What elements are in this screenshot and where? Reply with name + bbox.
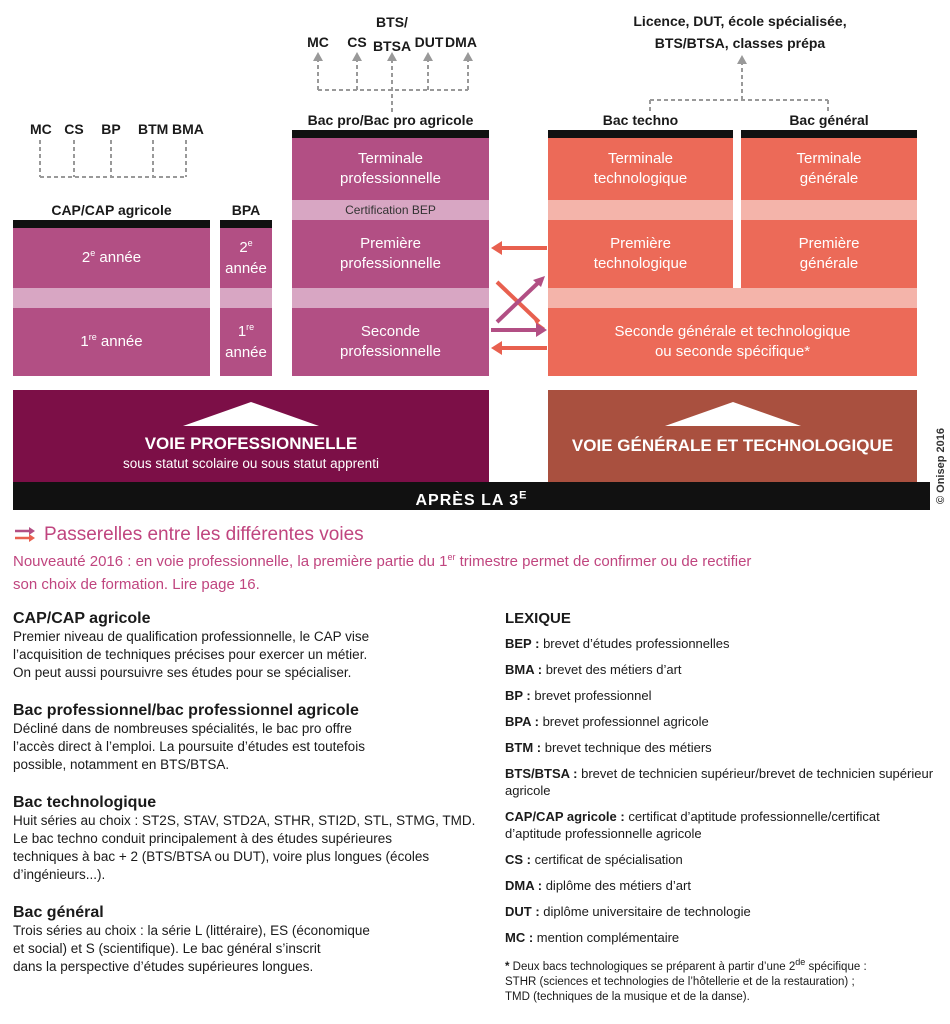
triangle-icon xyxy=(665,402,801,426)
header-bar-bactechno xyxy=(548,130,733,138)
bacpro-premiere: Première professionnelle xyxy=(292,220,489,288)
header-bar-bpa xyxy=(220,220,272,228)
lexique-item: CAP/CAP agricole : certificat d’aptitude… xyxy=(505,809,880,841)
header-cap: CAP/CAP agricole xyxy=(51,202,172,218)
header-bar-bacgeneral xyxy=(741,130,917,138)
diploma-dut: DUT xyxy=(414,34,444,50)
triangle-icon xyxy=(183,402,319,426)
bacpro-strip xyxy=(292,288,489,308)
footnote-line: * Deux bacs technologiques se préparent … xyxy=(505,957,867,973)
section-line: techniques à bac + 2 (BTS/BTSA ou DUT), … xyxy=(13,849,430,864)
diploma-cs-2: CS xyxy=(347,34,367,50)
diploma-dma: DMA xyxy=(445,34,477,50)
lexique-item: CS : certificat de spécialisation xyxy=(505,852,683,867)
seconde-gt: Seconde générale et technologique ou sec… xyxy=(548,308,917,376)
header-bar-cap xyxy=(13,220,210,228)
header-bacpro: Bac pro/Bac pro agricole xyxy=(307,112,474,128)
voie-gt-banner: VOIE GÉNÉRALE ET TECHNOLOGIQUE xyxy=(548,390,917,482)
section-title: Bac général xyxy=(13,904,104,921)
diploma-mc-2: MC xyxy=(307,34,329,50)
section-line: Huit séries au choix : ST2S, STAV, STD2A… xyxy=(13,813,476,828)
header-bactechno: Bac techno xyxy=(602,112,679,128)
voie-pro-title: VOIE PROFESSIONNELLE xyxy=(144,434,358,453)
section-cap: CAP/CAP agricole Premier niveau de quali… xyxy=(13,610,483,682)
nouveaute-line2: son choix de formation. Lire page 16. xyxy=(13,576,260,593)
section-bactechno: Bac technologique Huit séries au choix :… xyxy=(13,794,483,884)
footnote-line: STHR (sciences et technologies de l’hôte… xyxy=(505,975,855,988)
section-line: et social) et S (scientifique). Le bac g… xyxy=(13,941,321,956)
lexique-item: BTM : brevet technique des métiers xyxy=(505,740,712,755)
lexique-title: LEXIQUE xyxy=(505,610,571,627)
top-connectors xyxy=(313,52,829,112)
techno-terminale: Terminale technologique xyxy=(548,138,733,200)
bacpro-certification-bep: Certification BEP xyxy=(292,200,489,220)
footnote-line: TMD (techniques de la musique et de la d… xyxy=(505,990,750,1003)
lexique-item: BEP : brevet d’études professionnelles xyxy=(505,636,730,651)
lexique-item: MC : mention complémentaire xyxy=(505,930,680,945)
techno-premiere: Première technologique xyxy=(548,220,733,288)
header-bacgeneral: Bac général xyxy=(789,112,869,128)
lexique-item: DUT : diplôme universitaire de technolog… xyxy=(505,904,751,919)
section-line: On peut aussi poursuivre ses études pour… xyxy=(13,665,352,680)
techno-strip-1 xyxy=(548,200,733,220)
general-terminale: Terminale générale xyxy=(741,138,917,200)
apres-la-3e-bar: APRÈS LA 3E xyxy=(13,482,930,510)
passerelles-title: Passerelles entre les différentes voies xyxy=(44,524,364,545)
section-line: l’accès direct à l’emploi. La poursuite … xyxy=(13,739,365,754)
section-title: Bac technologique xyxy=(13,794,157,811)
bacpro-seconde: Seconde professionnelle xyxy=(292,308,489,376)
general-premiere: Première générale xyxy=(741,220,917,288)
lexique: LEXIQUE BEP : brevet d’études profession… xyxy=(505,610,945,1005)
header-bar-bacpro xyxy=(292,130,489,138)
cap-strip xyxy=(13,288,210,308)
section-title: CAP/CAP agricole xyxy=(13,610,151,627)
lexique-item: BMA : brevet des métiers d’art xyxy=(505,662,682,677)
diploma-bp: BP xyxy=(101,121,121,137)
general-strip-1 xyxy=(741,200,917,220)
voie-professionnelle-banner: VOIE PROFESSIONNELLE sous statut scolair… xyxy=(13,390,489,482)
diploma-mc: MC xyxy=(30,121,52,137)
copyright: © Onisep 2016 xyxy=(935,428,947,504)
diploma-btm: BTM xyxy=(138,121,169,137)
bacpro-terminale: Terminale professionnelle xyxy=(292,138,489,200)
passerelle-arrows-icon xyxy=(15,527,35,542)
section-line: Décliné dans de nombreuses spécialités, … xyxy=(13,721,352,736)
section-line: d’ingénieurs...). xyxy=(13,867,106,882)
lexique-item: BTS/BTSA : brevet de technicien supérieu… xyxy=(505,766,934,798)
lexique-item: DMA : diplôme des métiers d’art xyxy=(505,878,691,893)
header-bpa: BPA xyxy=(231,202,261,218)
lexique-item: BP : brevet professionnel xyxy=(505,688,652,703)
gt-strip-2 xyxy=(548,288,917,308)
voie-pro-subtitle: sous statut scolaire ou sous statut appr… xyxy=(123,456,379,471)
section-line: l’acquisition de techniques précises pou… xyxy=(13,647,368,662)
lexique-item: BPA : brevet professionnel agricole xyxy=(505,714,709,729)
voie-gt-title: VOIE GÉNÉRALE ET TECHNOLOGIQUE xyxy=(571,436,894,455)
diploma-bts-btsa: BTS/ BTSA xyxy=(372,14,412,54)
section-bacpro: Bac professionnel/bac professionnel agri… xyxy=(13,702,483,774)
top-left-connectors xyxy=(39,140,187,178)
section-title: Bac professionnel/bac professionnel agri… xyxy=(13,702,359,719)
section-line: Trois séries au choix : la série L (litt… xyxy=(13,923,370,938)
diploma-bma: BMA xyxy=(172,121,204,137)
nouveaute-line1: Nouveauté 2016 : en voie professionnelle… xyxy=(13,552,752,570)
lexique-footnote: * Deux bacs technologiques se préparent … xyxy=(505,955,945,1005)
sections-column: CAP/CAP agricole Premier niveau de quali… xyxy=(13,610,483,976)
section-bacgeneral: Bac général Trois séries au choix : la s… xyxy=(13,904,483,976)
cap-year1: 1re année xyxy=(13,308,210,376)
section-line: Le bac techno conduit principalement à d… xyxy=(13,831,392,846)
cap-year2: 2e année xyxy=(13,228,210,288)
section-line: possible, notamment en BTS/BTSA. xyxy=(13,757,230,772)
bpa-strip xyxy=(220,288,272,308)
diploma-cs: CS xyxy=(64,121,84,137)
section-line: Premier niveau de qualification professi… xyxy=(13,629,370,644)
section-line: dans la perspective d’études supérieures… xyxy=(13,959,314,974)
passerelle-arrows xyxy=(491,241,547,355)
higher-studies-label: Licence, DUT, école spécialisée, BTS/BTS… xyxy=(633,13,847,51)
